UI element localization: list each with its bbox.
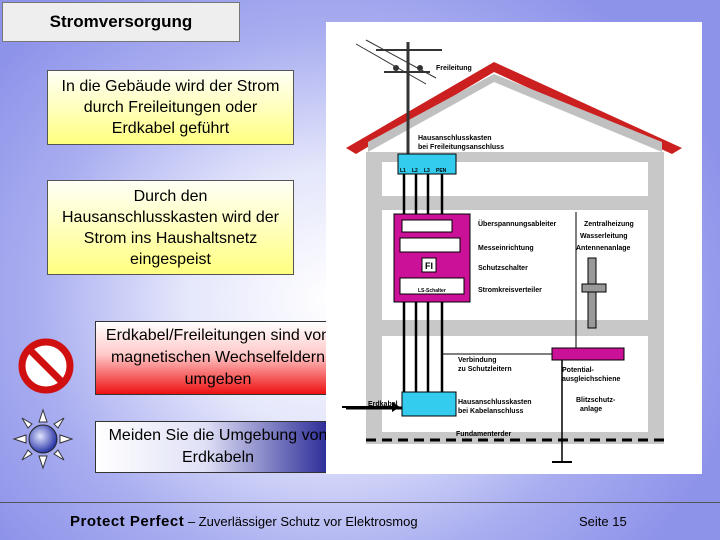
label-l2: L2 xyxy=(412,168,418,174)
advice-box: Meiden Sie die Umgebung von Erdkabeln xyxy=(95,421,341,473)
info-box-power-supply: In die Gebäude wird der Strom durch Frei… xyxy=(47,70,294,145)
label-blitz-2: anlage xyxy=(580,406,602,413)
label-hak-bottom-1: Hausanschlusskasten xyxy=(458,399,532,406)
label-messeinrichtung: Messeinrichtung xyxy=(478,245,534,252)
label-antennenanlage: Antennenanlage xyxy=(576,245,631,252)
warning-box: Erdkabel/Freileitungen sind von magnetis… xyxy=(95,321,341,395)
label-verbindung-2: zu Schutzleitern xyxy=(458,366,512,373)
label-ueberspannung: Überspannungsableiter xyxy=(478,219,556,228)
ls-label: LS-Schalter xyxy=(418,288,446,294)
label-hak-top-2: bei Freileitungsanschluss xyxy=(418,144,504,151)
label-erdkabel: Erdkabel xyxy=(368,401,398,408)
label-blitz-1: Blitzschutz- xyxy=(576,397,616,404)
footer-divider xyxy=(0,502,720,503)
label-stromkreisverteiler: Stromkreisverteiler xyxy=(478,287,542,294)
label-potential-1: Potential- xyxy=(562,367,595,374)
label-potential-2: ausgleichschiene xyxy=(562,376,620,383)
label-fundamenterder: Fundamenterder xyxy=(456,431,512,438)
label-verbindung-1: Verbindung xyxy=(458,357,497,364)
sun-icon xyxy=(12,408,74,470)
label-schutzschalter: Schutzschalter xyxy=(478,265,528,272)
fi-label: FI xyxy=(425,261,433,271)
label-hak-bottom-2: bei Kabelanschluss xyxy=(458,408,523,415)
house-wiring-diagram: FI LS-Schalter Freileitung Hausanschluss… xyxy=(326,22,702,474)
arrow-icon xyxy=(342,402,400,412)
info-box-service-box: Durch den Hausanschlusskasten wird der S… xyxy=(47,180,294,275)
label-l3: L3 xyxy=(424,168,430,174)
no-entry-icon xyxy=(18,338,74,394)
label-pen: PEN xyxy=(436,168,447,174)
page-number: Seite 15 xyxy=(579,514,627,529)
slide-title: Stromversorgung xyxy=(2,2,240,42)
footer-tagline: – Zuverlässiger Schutz vor Elektrosmog xyxy=(187,514,418,529)
label-l1: L1 xyxy=(400,168,406,174)
label-wasserleitung: Wasserleitung xyxy=(580,233,628,240)
footer-brand: Protect Perfect xyxy=(70,513,185,530)
footer: Protect Perfect – Zuverlässiger Schutz v… xyxy=(70,513,418,530)
label-freileitung: Freileitung xyxy=(436,65,472,72)
label-hak-top-1: Hausanschlusskasten xyxy=(418,135,492,142)
label-zentralheizung: Zentralheizung xyxy=(584,221,634,228)
